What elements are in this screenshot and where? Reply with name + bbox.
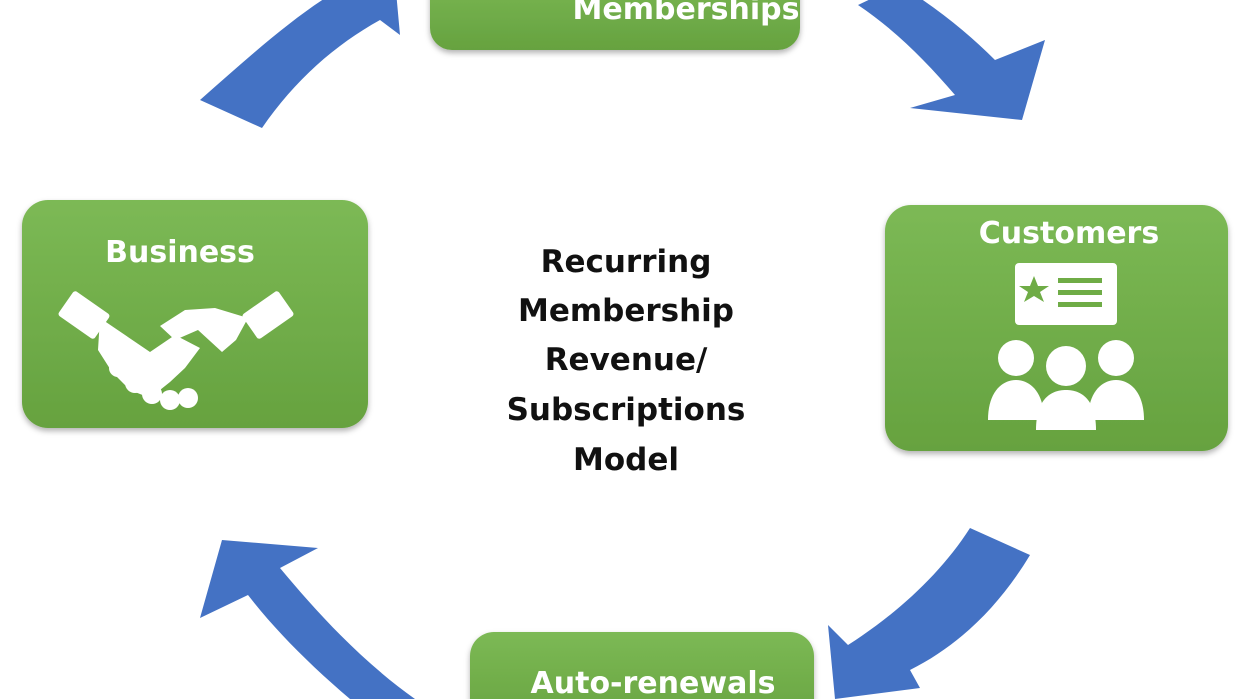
autorenewals-node: Auto-renewals (470, 632, 814, 699)
center-title-line-1: Recurring (541, 244, 712, 280)
center-title-line-4: Subscriptions (507, 392, 746, 428)
arrow-autorenewals-to-business (200, 540, 415, 699)
arrow-business-to-memberships (200, 0, 400, 128)
center-title-line-2: Membership (518, 293, 734, 329)
customers-node: Customers (885, 205, 1228, 451)
customers-label: Customers (979, 216, 1159, 251)
handshake-icon (58, 291, 294, 410)
autorenewals-label: Auto-renewals (531, 666, 776, 699)
memberships-label: Memberships (573, 0, 800, 27)
center-title-line-3: Revenue/ (545, 342, 708, 378)
arrow-customers-to-autorenewals (828, 528, 1030, 699)
business-label: Business (105, 235, 255, 270)
business-node: Business (22, 200, 368, 428)
center-title-line-5: Model (573, 442, 679, 478)
memberships-node: Memberships (430, 0, 800, 50)
center-title: Recurring Membership Revenue/ Subscripti… (507, 244, 746, 478)
arrow-memberships-to-customers (858, 0, 1045, 120)
customer-group-icon (988, 263, 1144, 430)
